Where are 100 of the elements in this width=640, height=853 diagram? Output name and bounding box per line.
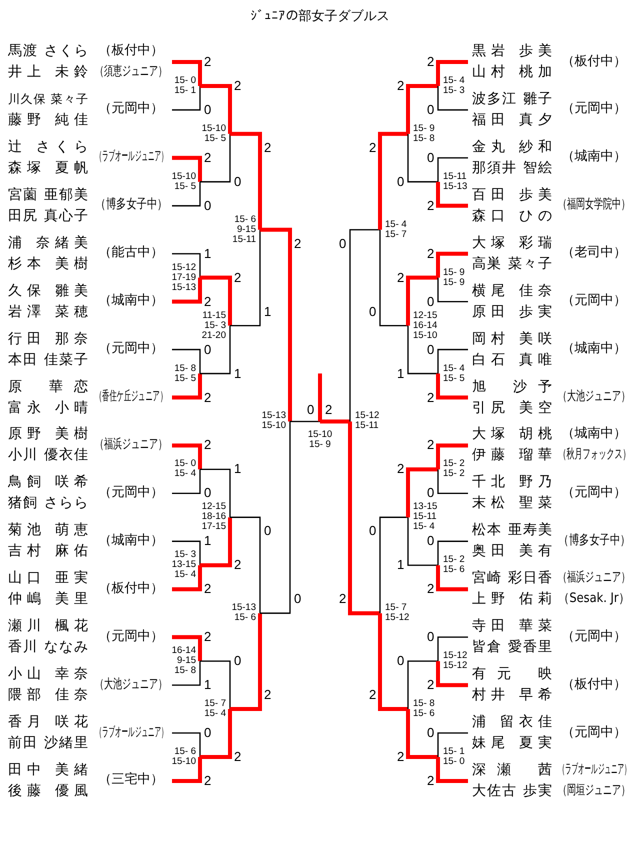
player-name: 寺田 華菜 [472,617,552,636]
club-name: （元岡中） [562,100,626,118]
club-name: （元岡中） [98,484,164,502]
edge-label: 2 [204,150,212,165]
player-name: 鳥飼 咲希 [8,473,88,492]
club-name: （大池ジュニア） [558,388,630,406]
edge-label: 0 [427,102,434,117]
player-name: 田尻 真心子 [8,206,88,226]
player-name: 百田 歩美 [472,186,552,205]
set-score: 15- 4 [413,522,435,532]
player-name: 浦 奈緒美 [8,234,88,253]
bracket-line [436,565,468,592]
player-name: 福田 真夕 [472,110,552,130]
bracket-line [230,613,262,712]
club-name: （能古中） [98,244,164,262]
club-name: （三宅中） [98,771,164,790]
edge-label: 2 [369,688,376,702]
bracket-line [378,613,408,712]
set-score: 15-11 [232,234,256,245]
edge-label: 0 [427,150,434,165]
set-score: 15- 9 [443,268,465,278]
set-score: 15- 5 [174,374,196,384]
edge-label: 1 [204,678,212,692]
edge-label: 2 [325,403,332,418]
edge-label: 2 [264,688,272,702]
edge-label: 2 [427,678,434,692]
set-score: 15- 0 [174,76,196,86]
player-name: 皆倉 愛香里 [472,638,552,658]
player-name: 隈部 佳奈 [8,686,88,706]
player-name: 猪飼 さらら [8,494,88,514]
edge-label: 2 [234,750,242,764]
player-name: 伊藤 瑠華 [472,446,552,466]
set-score: 15-11 [443,172,467,182]
player-name: 深瀬 茜 [472,760,552,780]
bracket-line [436,661,468,688]
set-score: 15- 8 [413,699,435,710]
set-score: 15-10 [172,756,196,767]
club-name: （福岡女学院中） [558,196,630,214]
club-name: （板付中） [98,580,164,598]
player-name: 原田 歩実 [472,302,552,322]
edge-label: 1 [204,534,212,548]
edge-label: 2 [264,140,272,155]
player-name: 馬渡 さくら [8,42,88,61]
bracket-line [200,84,232,134]
bracket-line [406,276,438,326]
set-score: 15- 6 [234,613,256,624]
set-score: 15-10 [308,430,332,440]
player-name: 大佐古 歩実 [472,782,552,801]
player-name: 菊池 萌恵 [8,521,88,540]
edge-label: 1 [397,366,404,381]
edge-label: 0 [204,102,212,117]
set-score: 15- 5 [443,374,465,384]
edge-label: 0 [397,174,404,189]
set-score: 15- 4 [174,570,196,580]
edge-label: 2 [204,294,212,309]
set-score: 12-15 [202,502,226,512]
player-name: 大塚 彩瑞 [472,234,552,253]
club-name: （元岡中） [98,100,164,118]
set-score: 15- 6 [413,709,435,720]
club-name: （元岡中） [562,724,626,742]
edge-label: 2 [427,198,434,213]
bracket-line [437,540,468,566]
bracket-line [200,468,231,518]
set-score: 15-12 [172,262,196,273]
player-name: 妹尾 夏実 [472,734,552,754]
player-name: 久保 雛美 [8,282,88,301]
set-score: 15- 9 [413,124,435,134]
player-name: 前田 沙緒里 [8,734,88,754]
set-score: 15-13 [443,182,468,192]
player-name: 村井 早希 [472,686,552,706]
bracket-line [378,132,408,230]
edge-label: 0 [427,726,434,740]
player-name: 本田 佳菜子 [8,350,88,370]
set-score: 15- 3 [443,86,465,96]
player-name: 千北 野乃 [472,473,552,492]
set-score: 15- 4 [443,76,465,86]
edge-label: 2 [204,55,212,69]
club-name: （城南中） [562,148,626,166]
bracket-line [172,469,201,494]
set-score: 15- 6 [174,746,196,757]
bracket-line [172,732,201,757]
club-name: （博多女子中） [95,196,167,214]
edge-label: 0 [427,294,434,309]
edge-label: 1 [397,558,404,572]
bracket-line [407,660,438,710]
bracket-line [230,516,261,614]
club-name: （ラブオールジュニア） [95,148,167,166]
player-name: 小川 優衣佳 [8,446,88,466]
player-name: 金丸 紗和 [472,138,552,157]
edge-label: 0 [397,654,404,668]
player-name: 浦 留衣佳 [472,713,552,732]
set-score: 15-11 [413,512,437,522]
bracket-line [172,86,201,111]
player-name: 田中 美緒 [8,760,88,780]
player-name: 白石 真唯 [472,350,552,370]
bracket-line [172,443,202,470]
edge-label: 2 [427,582,434,596]
player-name: 大塚 胡桃 [472,425,552,444]
set-score: 12-15 [413,310,438,321]
edge-label: 0 [234,654,242,668]
